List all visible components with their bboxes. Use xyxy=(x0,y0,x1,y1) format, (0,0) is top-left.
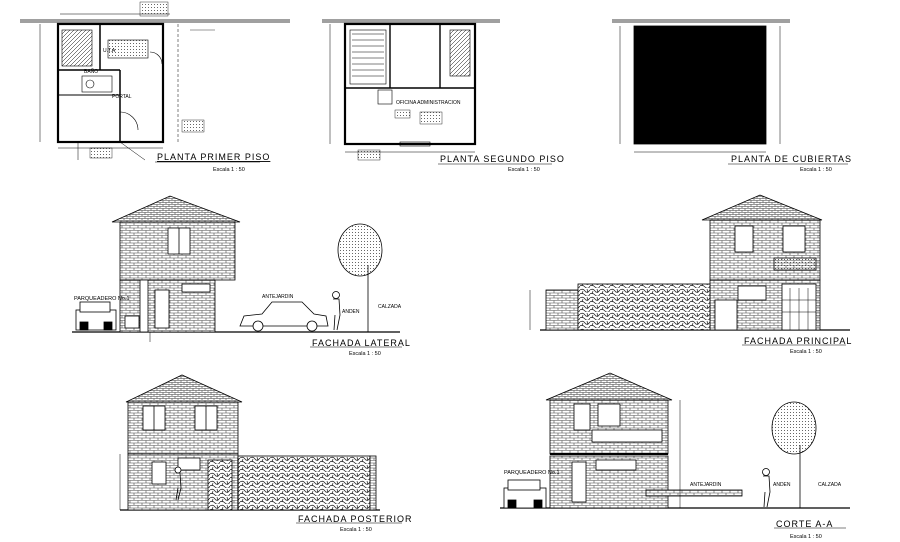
label-anden-side: ANDEN xyxy=(342,309,360,315)
scale-plan-second-floor: Escala 1 : 50 xyxy=(508,167,540,173)
rear-elevation xyxy=(119,374,380,511)
section-a-a xyxy=(500,372,850,509)
scale-section-a-a: Escala 1 : 50 xyxy=(790,534,822,540)
scale-plan-first-floor: Escala 1 : 50 xyxy=(213,167,245,173)
label-antejardin-section: ANTEJARDIN xyxy=(690,482,722,488)
label-anden-section: ANDEN xyxy=(773,482,791,488)
room-label-oficina: OFICINA ADMINISTRACION xyxy=(396,100,461,106)
scale-front-elevation: Escala 1 : 50 xyxy=(790,349,822,355)
car-section xyxy=(503,479,547,509)
car-left xyxy=(75,301,117,331)
room-label-uta: U.T.A xyxy=(103,48,116,54)
title-section-a-a: CORTE A-A xyxy=(776,519,833,529)
label-parking-side: PARQUEADERO No.1 xyxy=(74,296,130,302)
side-elevation xyxy=(72,195,400,342)
plan-first-floor xyxy=(20,1,290,161)
room-label-portal: PORTAL xyxy=(112,94,132,100)
tree xyxy=(337,223,383,332)
scale-roof-plan: Escala 1 : 50 xyxy=(800,167,832,173)
plan-second-floor xyxy=(322,19,500,161)
car-right xyxy=(239,301,329,332)
title-rear-elevation: FACHADA POSTERIOR xyxy=(298,514,413,524)
label-antejardin-side: ANTEJARDIN xyxy=(262,294,294,300)
title-roof-plan: PLANTA DE CUBIERTAS xyxy=(731,154,852,164)
label-parking-section: PARQUEADERO No.1 xyxy=(504,470,560,476)
label-calzada-side: CALZADA xyxy=(378,304,402,310)
title-plan-first-floor: PLANTA PRIMER PISO xyxy=(157,152,270,162)
scale-side-elevation: Escala 1 : 50 xyxy=(349,351,381,357)
front-elevation xyxy=(529,194,850,331)
tree-section xyxy=(771,401,817,508)
title-front-elevation: FACHADA PRINCIPAL xyxy=(744,336,852,346)
roof-plan xyxy=(612,19,790,153)
title-plan-second-floor: PLANTA SEGUNDO PISO xyxy=(440,154,565,164)
scale-rear-elevation: Escala 1 : 50 xyxy=(340,527,372,533)
person-section xyxy=(762,468,771,508)
title-side-elevation: FACHADA LATERAL xyxy=(312,338,411,348)
room-label-bano: BAÑO xyxy=(84,68,98,75)
person-figure xyxy=(332,291,341,331)
label-calzada-section: CALZADA xyxy=(818,482,842,488)
